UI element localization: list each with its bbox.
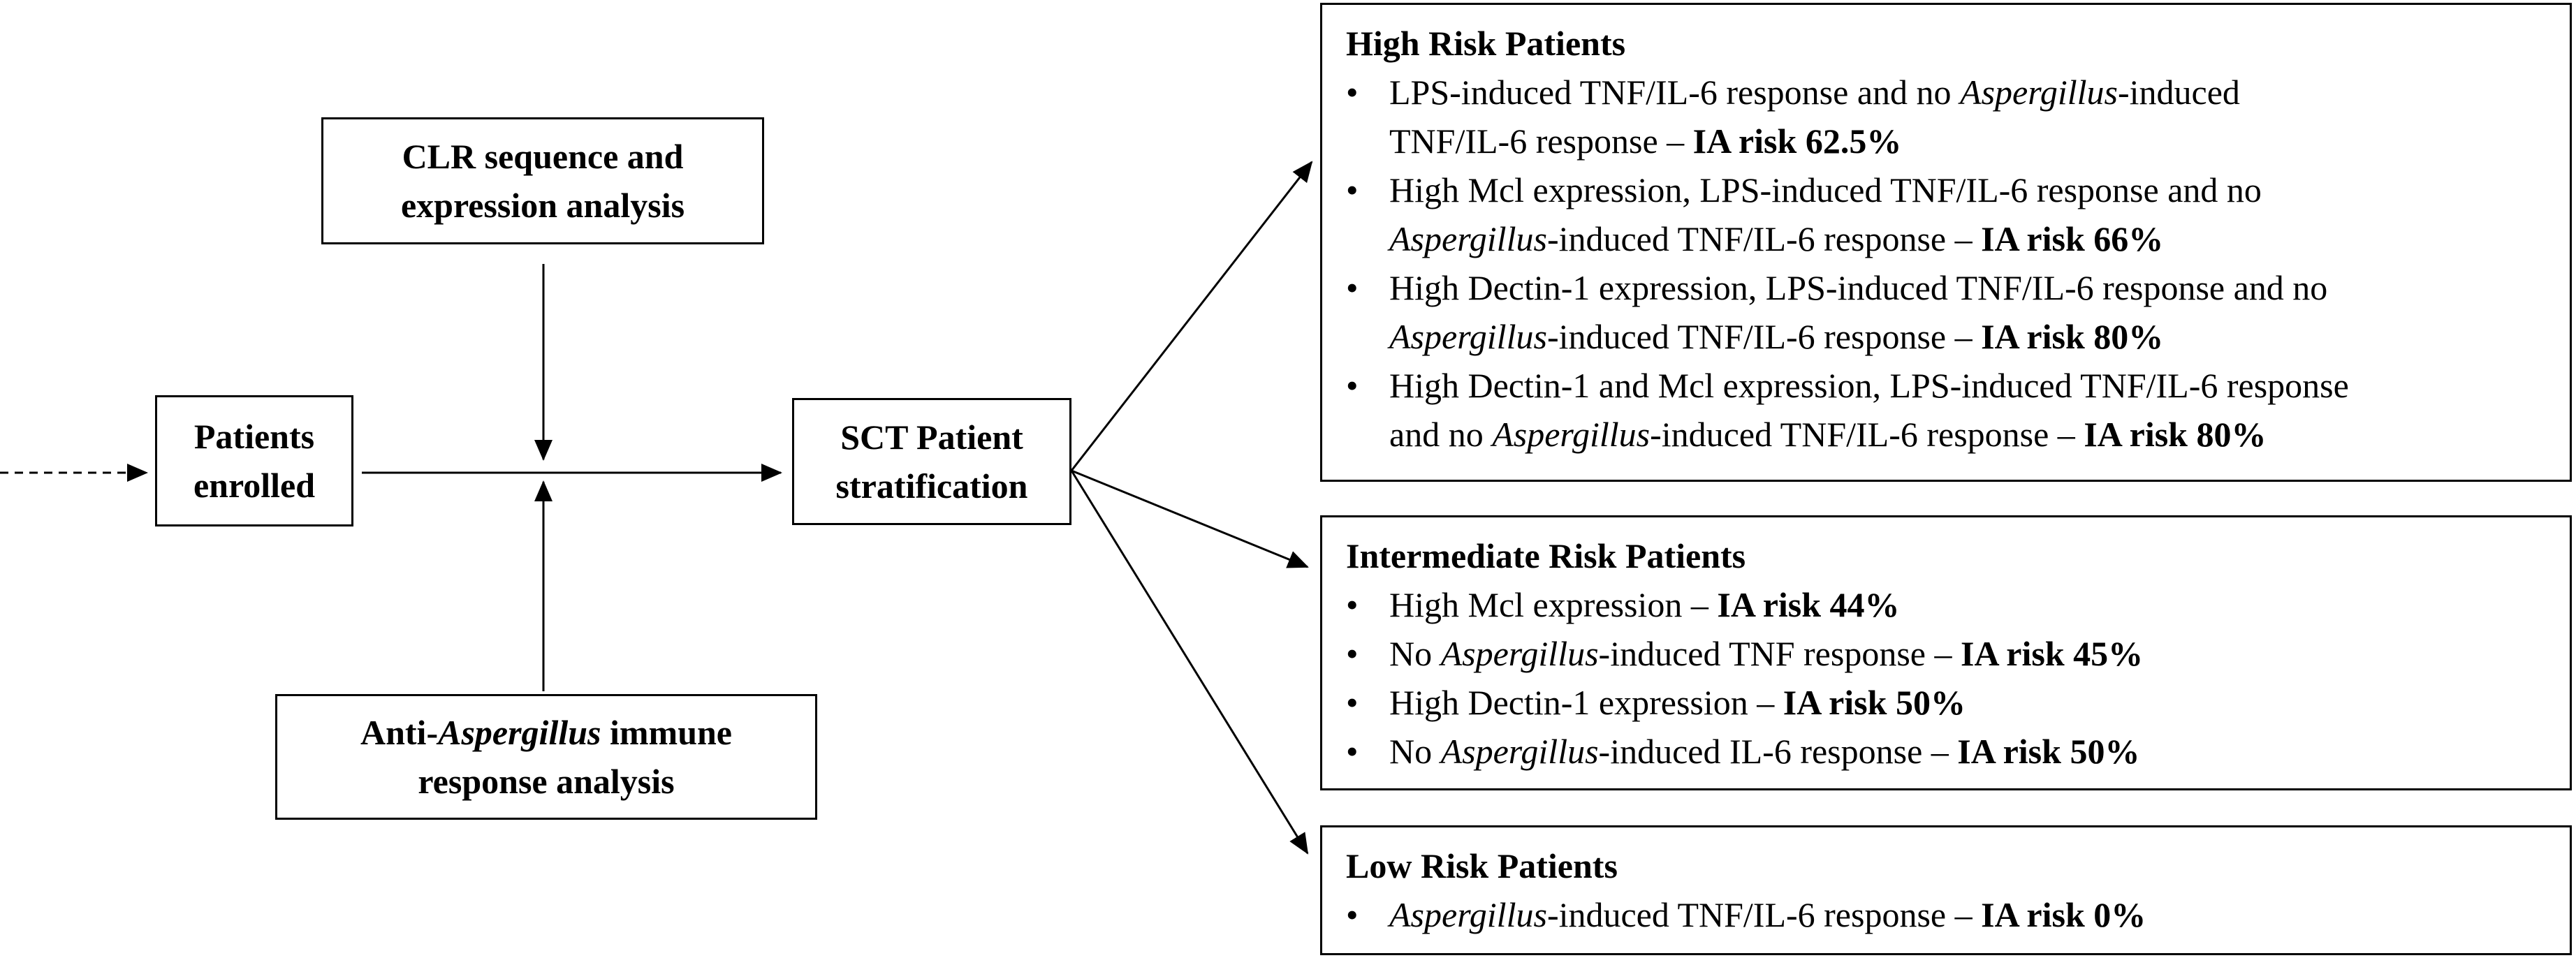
ia-risk-value: IA risk 80% <box>2084 415 2267 454</box>
high-risk-list: LPS-induced TNF/IL-6 response and no Asp… <box>1346 68 2550 459</box>
item-text: High Dectin-1 expression – <box>1389 683 1783 722</box>
ia-risk-value: IA risk 0% <box>1981 895 2146 934</box>
ia-risk-value: IA risk 62.5% <box>1692 121 1902 161</box>
high-risk-item-4-line2: and no Aspergillus-induced TNF/IL-6 resp… <box>1389 410 2550 459</box>
item-italic: Aspergillus <box>1440 634 1599 673</box>
immune-analysis-prefix: Anti- <box>360 713 439 752</box>
ia-risk-value: IA risk 50% <box>1783 683 1966 722</box>
stratification-line1: SCT Patient <box>840 418 1023 457</box>
item-text: -induced TNF/IL-6 response – <box>1546 895 1982 934</box>
to-low-risk-arrow <box>1070 470 1309 855</box>
item-text: -induced TNF response – <box>1598 634 1961 673</box>
to-high-risk-arrow <box>1070 161 1313 471</box>
low-risk-title: Low Risk Patients <box>1346 846 1618 885</box>
ia-risk-value: IA risk 44% <box>1717 585 1900 624</box>
high-risk-item-4-line1: High Dectin-1 and Mcl expression, LPS-in… <box>1389 361 2550 410</box>
low-risk-list: Aspergillus-induced TNF/IL-6 response – … <box>1346 890 2550 939</box>
high-risk-item-2-line2: Aspergillus-induced TNF/IL-6 response – … <box>1389 214 2550 263</box>
high-risk-title: High Risk Patients <box>1346 24 1626 63</box>
high-risk-item: High Dectin-1 expression, LPS-induced TN… <box>1346 263 2550 361</box>
ia-risk-value: IA risk 80% <box>1981 317 2164 356</box>
item-text: High Mcl expression, LPS-induced TNF/IL-… <box>1389 170 2262 209</box>
item-italic: Aspergillus <box>1389 317 1547 356</box>
item-text: -induced <box>2117 73 2240 112</box>
to-intermediate-risk-arrow <box>1071 469 1309 568</box>
ia-risk-value: IA risk 50% <box>1957 732 2140 771</box>
ia-risk-value: IA risk 66% <box>1981 219 2164 258</box>
high-risk-item-2-line1: High Mcl expression, LPS-induced TNF/IL-… <box>1389 165 2550 214</box>
immune-analysis-suffix: immune <box>601 713 732 752</box>
ia-risk-value: IA risk 45% <box>1960 634 2144 673</box>
high-risk-item-3-line1: High Dectin-1 expression, LPS-induced TN… <box>1389 263 2550 312</box>
high-risk-item: High Dectin-1 and Mcl expression, LPS-in… <box>1346 361 2550 459</box>
item-italic: Aspergillus <box>1440 732 1599 771</box>
item-text: High Dectin-1 expression, LPS-induced TN… <box>1389 268 2328 307</box>
item-text: TNF/IL-6 response – <box>1389 121 1693 161</box>
intermediate-risk-item: High Dectin-1 expression – IA risk 50% <box>1346 678 2550 727</box>
low-risk-item: Aspergillus-induced TNF/IL-6 response – … <box>1346 890 2550 939</box>
high-risk-box: High Risk Patients LPS-induced TNF/IL-6 … <box>1320 3 2572 482</box>
item-italic: Aspergillus <box>1492 415 1651 454</box>
item-text: -induced TNF/IL-6 response – <box>1546 219 1982 258</box>
immune-analysis-box: Anti-Aspergillus immune response analysi… <box>275 694 817 820</box>
high-risk-item-3-line2: Aspergillus-induced TNF/IL-6 response – … <box>1389 312 2550 361</box>
high-risk-item: LPS-induced TNF/IL-6 response and no Asp… <box>1346 68 2550 165</box>
intermediate-risk-item: No Aspergillus-induced IL-6 response – I… <box>1346 727 2550 776</box>
intermediate-risk-item: High Mcl expression – IA risk 44% <box>1346 580 2550 629</box>
high-risk-item: High Mcl expression, LPS-induced TNF/IL-… <box>1346 165 2550 263</box>
patients-enrolled-line1: Patients <box>193 417 315 456</box>
item-italic: Aspergillus <box>1960 73 2118 112</box>
stratification-box: SCT Patient stratification <box>792 398 1071 525</box>
intermediate-risk-item: No Aspergillus-induced TNF response – IA… <box>1346 629 2550 678</box>
intermediate-risk-title: Intermediate Risk Patients <box>1346 536 1746 575</box>
low-risk-box: Low Risk Patients Aspergillus-induced TN… <box>1320 825 2572 955</box>
intermediate-risk-box: Intermediate Risk Patients High Mcl expr… <box>1320 515 2572 790</box>
item-text: -induced TNF/IL-6 response – <box>1650 415 2084 454</box>
item-text: LPS-induced TNF/IL-6 response and no <box>1389 73 1961 112</box>
item-text: No <box>1389 634 1441 673</box>
item-text: -induced IL-6 response – <box>1598 732 1958 771</box>
high-risk-item-1-line2: TNF/IL-6 response – IA risk 62.5% <box>1389 117 2550 165</box>
immune-analysis-italic: Aspergillus <box>438 713 601 752</box>
immune-analysis-line1: Anti-Aspergillus immune <box>360 708 732 757</box>
patients-enrolled-line2: enrolled <box>193 466 316 505</box>
clr-analysis-box: CLR sequence and expression analysis <box>321 117 764 244</box>
item-text: -induced TNF/IL-6 response – <box>1546 317 1982 356</box>
item-italic: Aspergillus <box>1389 219 1547 258</box>
item-text: and no <box>1389 415 1493 454</box>
item-text: High Dectin-1 and Mcl expression, LPS-in… <box>1389 366 2349 405</box>
item-text: High Mcl expression – <box>1389 585 1718 624</box>
patients-enrolled-box: Patients enrolled <box>155 395 353 526</box>
item-italic: Aspergillus <box>1389 895 1547 934</box>
item-text: No <box>1389 732 1441 771</box>
immune-analysis-line2: response analysis <box>418 762 675 801</box>
stratification-line2: stratification <box>835 466 1028 506</box>
high-risk-item-1-line1: LPS-induced TNF/IL-6 response and no Asp… <box>1389 68 2550 117</box>
clr-analysis-line1: CLR sequence and <box>402 137 684 176</box>
intermediate-risk-list: High Mcl expression – IA risk 44% No Asp… <box>1346 580 2550 776</box>
clr-analysis-line2: expression analysis <box>400 186 685 225</box>
